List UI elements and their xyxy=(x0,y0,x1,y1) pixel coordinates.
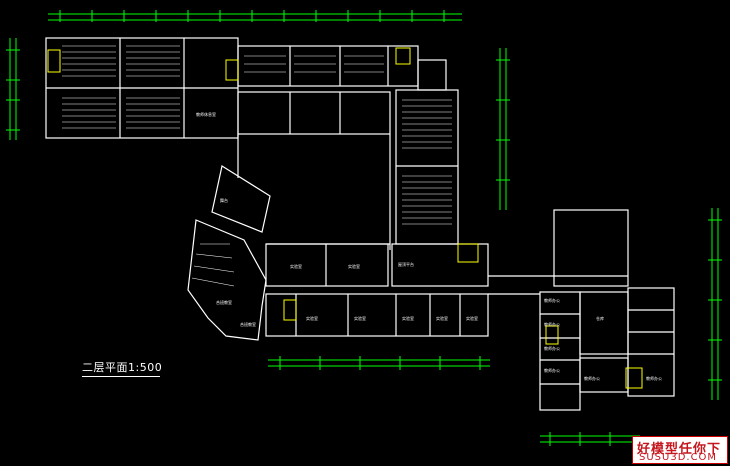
drawing-title: 二层平面1:500 xyxy=(82,361,163,374)
lecture-hall-seating xyxy=(191,99,452,287)
room-label-lab7: 实验室 xyxy=(466,315,478,321)
room-label-office2: 教师办公 xyxy=(544,321,560,327)
room-label-roof: 屋顶平台 xyxy=(398,261,414,267)
dimension-ticks xyxy=(6,10,722,446)
room-label-office4: 教师办公 xyxy=(544,367,560,373)
dimension-lines xyxy=(9,13,719,443)
room-label-lab6: 实验室 xyxy=(436,315,448,321)
stairwells xyxy=(47,47,643,389)
watermark-logo: 好模型任你下 SUSU3D.COM xyxy=(632,436,728,464)
room-label-lab1: 实验室 xyxy=(290,263,302,269)
room-label-lecture2: 合班教室 xyxy=(240,321,256,327)
room-label-office6: 教师办公 xyxy=(646,375,662,381)
room-label-office1: 教师办公 xyxy=(544,297,560,303)
watermark-line1: 好模型任你下 xyxy=(637,442,722,457)
room-label-storage: 仓库 xyxy=(596,315,604,321)
room-label-office3: 教师办公 xyxy=(544,345,560,351)
room-label-lab2: 实验室 xyxy=(348,263,360,269)
title-underline xyxy=(82,376,160,377)
room-labels: 教师休息室 舞台 合班教室 合班教室 实验室 实验室 屋顶平台 实验室 实验室 … xyxy=(196,111,662,381)
room-label-stage: 舞台 xyxy=(220,197,228,203)
classroom-seating xyxy=(62,45,384,129)
room-label-office-top: 教师休息室 xyxy=(196,111,216,117)
room-label-lab4: 实验室 xyxy=(354,315,366,321)
watermark-line2: SUSU3D.COM xyxy=(639,452,718,463)
room-label-lab5: 实验室 xyxy=(402,315,414,321)
room-label-lecture1: 合班教室 xyxy=(216,299,232,305)
room-label-office5: 教师办公 xyxy=(584,375,600,381)
walls xyxy=(45,37,675,411)
room-label-lab3: 实验室 xyxy=(306,315,318,321)
